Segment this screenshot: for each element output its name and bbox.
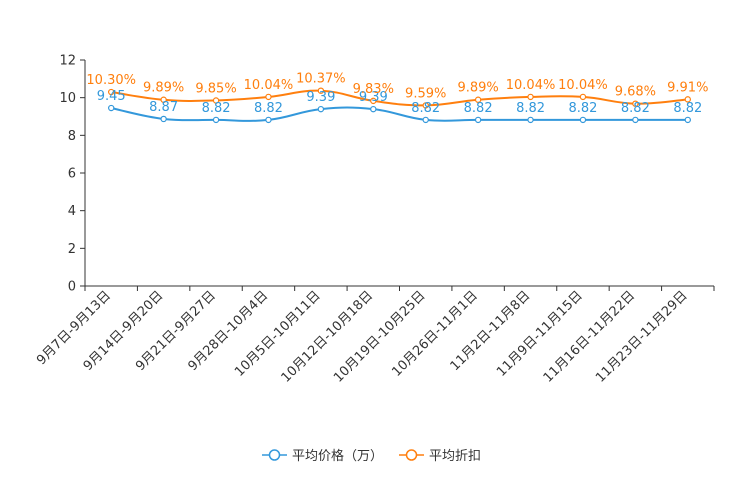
data-label-1: 8.82 xyxy=(411,101,440,116)
data-label-2: 10.04% xyxy=(558,78,608,93)
data-point-2 xyxy=(527,93,534,101)
data-label-1: 8.82 xyxy=(673,101,702,116)
data-label-1: 8.82 xyxy=(568,101,597,116)
data-point-1 xyxy=(108,104,115,112)
data-point-2 xyxy=(108,88,115,96)
x-tick-label: 10月12日-10月18日 xyxy=(279,288,376,385)
data-point-1 xyxy=(632,116,639,124)
data-point-1 xyxy=(370,105,377,113)
data-label-2: 9.89% xyxy=(143,81,184,96)
data-point-2 xyxy=(317,87,325,94)
data-label-1: 9.39 xyxy=(306,90,335,105)
y-tick-label: 0 xyxy=(68,280,76,295)
data-point-2 xyxy=(265,93,272,101)
data-point-1 xyxy=(212,116,220,124)
data-point-2 xyxy=(212,97,220,104)
legend-marker-2 xyxy=(405,449,418,461)
data-label-2: 9.83% xyxy=(353,82,394,97)
data-label-2: 9.85% xyxy=(195,81,236,96)
data-label-1: 8.87 xyxy=(149,100,178,115)
data-label-2: 10.37% xyxy=(296,72,346,87)
data-point-1 xyxy=(422,116,429,124)
x-tick-label: 11月23日-11月29日 xyxy=(593,288,690,385)
data-label-2: 9.89% xyxy=(457,81,498,96)
data-label-1: 9.39 xyxy=(359,90,388,105)
data-label-1: 8.82 xyxy=(254,101,283,116)
data-point-1 xyxy=(474,116,482,124)
x-tick-label: 11月16日-11月22日 xyxy=(541,288,638,385)
series-line-1 xyxy=(111,106,688,122)
data-point-1 xyxy=(527,116,534,124)
data-point-1 xyxy=(317,105,325,113)
y-tick-label: 10 xyxy=(59,91,76,106)
legend-marker-1 xyxy=(268,449,281,461)
y-tick-label: 2 xyxy=(68,242,76,257)
data-point-1 xyxy=(684,116,691,124)
data-point-2 xyxy=(579,93,587,101)
legend-label-2: 平均折扣 xyxy=(429,449,481,464)
series-line-2 xyxy=(111,89,688,107)
data-label-1: 9.45 xyxy=(97,89,126,104)
y-tick-label: 4 xyxy=(68,204,76,219)
data-label-1: 8.82 xyxy=(202,101,231,116)
data-label-2: 9.59% xyxy=(405,86,446,101)
y-tick-label: 12 xyxy=(59,54,76,69)
data-point-2 xyxy=(684,96,691,103)
data-label-2: 9.91% xyxy=(667,80,708,95)
data-point-2 xyxy=(632,100,639,107)
data-label-1: 8.82 xyxy=(464,101,493,116)
data-point-2 xyxy=(370,97,377,105)
legend-label-1: 平均价格（万） xyxy=(292,448,383,464)
data-label-2: 10.30% xyxy=(86,73,136,88)
data-point-2 xyxy=(474,96,482,103)
data-point-2 xyxy=(160,96,167,103)
data-label-2: 9.68% xyxy=(615,85,656,100)
data-point-1 xyxy=(579,116,587,124)
data-point-1 xyxy=(265,116,272,124)
data-point-2 xyxy=(422,102,429,109)
data-label-1: 8.82 xyxy=(621,101,650,116)
y-tick-label: 8 xyxy=(68,129,76,144)
data-label-2: 10.04% xyxy=(244,78,294,93)
data-label-2: 10.04% xyxy=(506,78,556,93)
y-tick-label: 6 xyxy=(68,167,76,182)
data-point-1 xyxy=(160,115,167,123)
x-tick-label: 10月19日-10月25日 xyxy=(331,288,428,385)
data-label-1: 8.82 xyxy=(516,101,545,116)
